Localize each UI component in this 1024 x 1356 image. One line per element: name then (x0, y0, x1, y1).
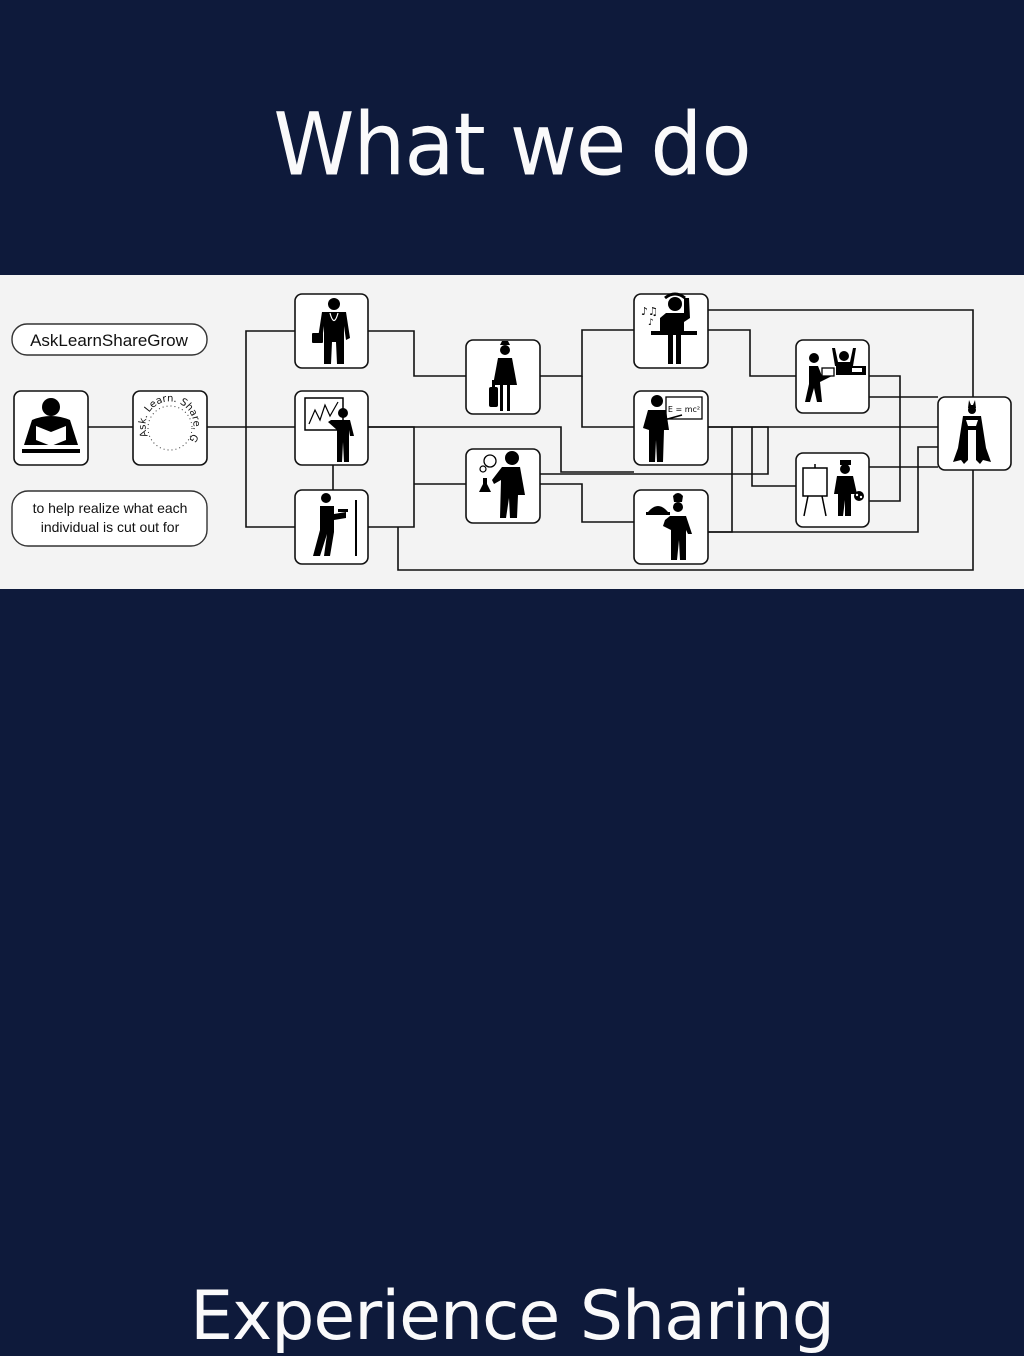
header-band: What we do (0, 0, 1024, 275)
reader-icon (22, 398, 80, 453)
caption-line-1: to help realize what each (33, 500, 188, 516)
chef-icon (646, 493, 692, 560)
flight-attendant-icon (489, 341, 517, 411)
delivery-icon (805, 348, 866, 402)
diagram-panel: AskLearnShareGrow to help realize what e… (0, 275, 1024, 589)
svg-text:♪: ♪ (648, 318, 654, 328)
dj-icon: ♪♫ ♪ (641, 292, 697, 364)
presenter-icon (304, 397, 354, 462)
painter-icon (802, 460, 864, 517)
footer-title: Experience Sharing (190, 1277, 835, 1356)
connector-lines (88, 309, 974, 571)
tag-text: AskLearnShareGrow (30, 331, 189, 350)
formula-text: E = mc² (668, 405, 700, 414)
flow-diagram: AskLearnShareGrow to help realize what e… (0, 275, 1012, 571)
doctor-icon (312, 298, 350, 364)
superhero-icon (953, 400, 991, 464)
page-title: What we do (273, 95, 751, 196)
superhero-node (937, 396, 1012, 471)
footer-band: Experience Sharing (0, 589, 1024, 1356)
teacher-icon: E = mc² (643, 395, 703, 462)
caption-pill: to help realize what each individual is … (11, 490, 208, 547)
engineer-icon (313, 493, 357, 556)
scientist-icon (479, 451, 525, 518)
cycle-node (132, 390, 208, 466)
tag-pill: AskLearnShareGrow (11, 323, 208, 356)
svg-text:♪♫: ♪♫ (641, 305, 658, 318)
caption-line-2: individual is cut out for (41, 519, 180, 535)
